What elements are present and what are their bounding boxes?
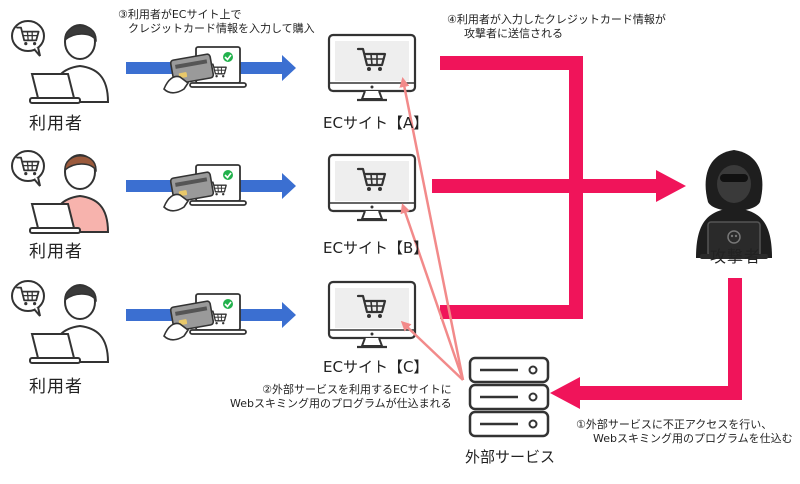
step2-note: ②外部サービスを利用するECサイトに Webスキミング用のプログラムが仕込まれる	[230, 383, 452, 411]
user-icons	[11, 20, 110, 364]
ec-sites	[327, 33, 417, 349]
step3-line-2: クレジットカード情報を入力して購入	[128, 22, 315, 35]
monitor-icon-1	[327, 33, 417, 102]
step4-line-1: ④利用者が入力したクレジットカード情報が	[447, 13, 666, 26]
attacker-label: 攻撃者	[710, 247, 762, 266]
flow-head-server	[550, 377, 580, 409]
step3-note: ③利用者がECサイト上で クレジットカード情報を入力して購入	[118, 8, 315, 36]
flow-attacker-to-server	[578, 278, 742, 400]
step1-line-2: Webスキミング用のプログラムを仕込む	[593, 432, 793, 445]
payment-icons	[163, 46, 247, 341]
monitor-icon-3	[327, 280, 417, 349]
step1-note: ①外部サービスに不正アクセスを行い、 Webスキミング用のプログラムを仕込む	[576, 418, 793, 446]
payment-icon-1	[163, 46, 247, 94]
step4-line-2: 攻撃者に送信される	[464, 27, 563, 40]
site-label-a: ECサイト【A】	[323, 114, 429, 132]
user-icon-1	[11, 20, 110, 104]
injection-arrows	[399, 77, 465, 381]
payment-icon-3	[163, 293, 247, 341]
user-label-2: 利用者	[29, 242, 83, 262]
flow-head-attacker	[656, 170, 686, 202]
injection-arrow-a	[399, 77, 465, 381]
step2-line-1: ②外部サービスを利用するECサイトに	[262, 383, 452, 396]
injection-arrow-b	[400, 203, 465, 381]
server-icon	[468, 356, 550, 438]
step2-line-2: Webスキミング用のプログラムが仕込まれる	[230, 397, 452, 410]
payment-icon-2	[163, 164, 247, 212]
step3-line-1: ③利用者がECサイト上で	[118, 8, 242, 21]
site-label-b: ECサイト【B】	[323, 239, 429, 257]
flow-site-c-to-attacker	[440, 190, 583, 319]
user-label-1: 利用者	[29, 114, 83, 134]
flow-site-a-to-attacker	[440, 56, 583, 183]
user-label-3: 利用者	[29, 377, 83, 397]
external-service-label: 外部サービス	[465, 448, 556, 466]
user-icon-2	[11, 150, 110, 234]
magenta-flow	[432, 56, 742, 409]
attacker-icon	[696, 150, 772, 259]
step1-line-1: ①外部サービスに不正アクセスを行い、	[576, 418, 773, 431]
step4-note: ④利用者が入力したクレジットカード情報が 攻撃者に送信される	[447, 13, 666, 41]
site-label-c: ECサイト【C】	[323, 358, 429, 376]
user-icon-3	[11, 280, 110, 364]
monitor-icon-2	[327, 153, 417, 222]
injection-arrow-c	[400, 320, 464, 381]
